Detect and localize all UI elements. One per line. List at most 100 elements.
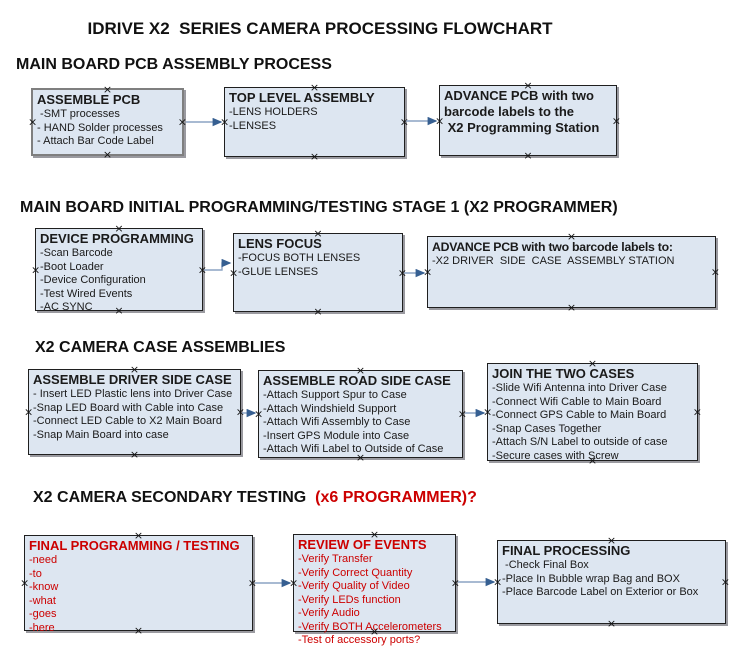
box-line: -Connect GPS Cable to Main Board xyxy=(492,409,667,421)
connection-point-marker: × xyxy=(692,405,702,419)
connection-point-marker: × xyxy=(129,448,140,461)
connector-device-programming-to-lens-focus[interactable] xyxy=(204,258,232,271)
box-line: -need xyxy=(29,554,58,566)
flow-box-final-processing[interactable]: FINAL PROCESSING -Check Final Box-Place … xyxy=(493,535,730,629)
box-title: ASSEMBLE ROAD SIDE CASE xyxy=(263,373,451,388)
box-lines: -X2 DRIVER SIDE CASE ASSEMBLY STATION xyxy=(432,255,711,269)
connection-point-marker: × xyxy=(220,115,230,129)
box-line: -Verify Quality of Video xyxy=(298,580,410,592)
connection-point-marker: × xyxy=(483,405,493,419)
flowchart-title: IDRIVE X2 SERIES CAMERA PROCESSING FLOWC… xyxy=(87,19,553,38)
connection-point-marker: × xyxy=(566,301,577,314)
box-line: - HAND Solder processes xyxy=(37,121,163,134)
box-lines: barcode labels to the X2 Programming Sta… xyxy=(444,104,612,136)
box-line: -Snap Cases Together xyxy=(492,422,602,435)
box-line: -Snap Main Board into case xyxy=(33,428,169,441)
connection-point-marker: × xyxy=(313,305,323,318)
box-title: JOIN THE TWO CASES xyxy=(492,366,635,381)
box-line: -here xyxy=(29,621,55,634)
box-line: -Attach S/N Label to outside of case xyxy=(492,436,668,448)
connection-point-marker: × xyxy=(177,115,187,129)
box-lines: -need-to-know-what-goes-here xyxy=(29,554,248,635)
box-line: -X2 DRIVER SIDE CASE ASSEMBLY STATION xyxy=(432,255,675,267)
box-line: -Place Barcode Label on Exterior or Box xyxy=(502,586,699,598)
box-title: FINAL PROGRAMMING / TESTING xyxy=(29,538,240,553)
box-line: -goes xyxy=(29,608,57,620)
connection-point-marker: × xyxy=(435,114,445,127)
box-title: ASSEMBLE PCB xyxy=(37,92,141,107)
section-heading-text: X2 CAMERA CASE ASSEMBLIES xyxy=(35,339,286,356)
connection-point-marker: × xyxy=(28,115,38,129)
box-lines: -SMT processes- HAND Solder processes- A… xyxy=(37,108,178,149)
box-line: -Attach Windshield Support xyxy=(263,402,397,415)
connection-point-marker: × xyxy=(235,405,245,419)
box-title: ASSEMBLE DRIVER SIDE CASE xyxy=(33,372,232,387)
box-line: -what xyxy=(29,594,56,607)
box-title: LENS FOCUS xyxy=(238,236,322,251)
connection-point-marker: × xyxy=(399,115,409,129)
flow-box-final-programming-testing[interactable]: FINAL PROGRAMMING / TESTING -need-to-kno… xyxy=(20,530,257,636)
box-line: -Insert GPS Module into Case xyxy=(263,429,410,442)
box-line: -LENS HOLDERS xyxy=(229,106,318,118)
box-line: -to xyxy=(29,567,42,580)
section-heading-text: X2 CAMERA SECONDARY TESTING xyxy=(33,489,311,506)
flow-box-assemble-road-side-case[interactable]: ASSEMBLE ROAD SIDE CASE -Attach Support … xyxy=(254,365,467,463)
box-line: -Secure cases with Screw xyxy=(492,449,619,462)
box-line: -LENSES xyxy=(229,119,277,132)
section-heading-pcb-assembly: MAIN BOARD PCB ASSEMBLY PROCESS xyxy=(16,56,332,74)
box-line: -Boot Loader xyxy=(40,260,104,273)
connection-point-marker: × xyxy=(102,148,113,161)
box-line: -GLUE LENSES xyxy=(238,265,319,278)
section-heading-secondary-testing: X2 CAMERA SECONDARY TESTING (x6 PROGRAMM… xyxy=(33,489,477,507)
box-line: -Snap LED Board with Cable into Case xyxy=(33,401,224,414)
flow-box-advance-pcb-programming-station[interactable]: ADVANCE PCB with two barcode labels to t… xyxy=(435,80,621,161)
connection-point-marker: × xyxy=(606,617,617,630)
section-heading-red-text: (x6 PROGRAMMER)? xyxy=(310,489,477,506)
flow-box-join-the-two-cases[interactable]: JOIN THE TWO CASES -Slide Wifi Antenna i… xyxy=(483,358,702,466)
box-line: -Slide Wifi Antenna into Driver Case xyxy=(492,382,667,394)
box-line: barcode labels to the xyxy=(444,104,575,119)
box-lines: - Insert LED Plastic lens into Driver Ca… xyxy=(33,388,236,442)
box-line: -Test of accessory ports? xyxy=(298,634,421,646)
section-heading-case-assemblies: X2 CAMERA CASE ASSEMBLIES xyxy=(35,339,285,357)
box-lines: -Check Final Box-Place In Bubble wrap Ba… xyxy=(502,559,721,600)
box-lines: -FOCUS BOTH LENSES-GLUE LENSES xyxy=(238,252,398,279)
box-line: -Verify Transfer xyxy=(298,553,373,565)
box-line: -Verify Correct Quantity xyxy=(298,566,413,579)
flow-box-advance-pcb-driver-side-station[interactable]: ADVANCE PCB with two barcode labels to: … xyxy=(423,231,720,313)
box-line: X2 Programming Station xyxy=(444,120,600,135)
connection-point-marker: × xyxy=(289,576,299,590)
connection-point-marker: × xyxy=(450,576,460,590)
connection-point-marker: × xyxy=(457,407,467,421)
box-line: -Check Final Box xyxy=(502,559,589,571)
box-line: -Verify BOTH Accelerometers xyxy=(298,620,442,633)
flow-box-review-of-events[interactable]: REVIEW OF EVENTS -Verify Transfer-Verify… xyxy=(289,529,460,646)
box-title: ADVANCE PCB with two xyxy=(444,88,594,103)
connection-point-marker: × xyxy=(24,405,34,419)
box-line: -Scan Barcode xyxy=(40,247,113,259)
connection-point-marker: × xyxy=(254,407,264,421)
box-line: - Insert LED Plastic lens into Driver Ca… xyxy=(33,388,233,400)
connection-point-marker: × xyxy=(710,265,720,279)
flow-box-device-programming[interactable]: DEVICE PROGRAMMING -Scan Barcode-Boot Lo… xyxy=(31,223,207,316)
flow-box-top-level-assembly[interactable]: TOP LEVEL ASSEMBLY -LENS HOLDERS-LENSES … xyxy=(220,82,409,162)
box-title: TOP LEVEL ASSEMBLY xyxy=(229,90,375,105)
box-line: -Connect LED Cable to X2 Main Board xyxy=(33,415,222,427)
box-lines: -Verify Transfer-Verify Correct Quantity… xyxy=(298,553,451,648)
box-line: -SMT processes xyxy=(37,108,120,120)
box-title: FINAL PROCESSING xyxy=(502,543,631,558)
box-line: -Attach Wifi Label to Outside of Case xyxy=(263,443,444,455)
flow-box-assemble-driver-side-case[interactable]: ASSEMBLE DRIVER SIDE CASE - Insert LED P… xyxy=(24,364,245,460)
flow-box-assemble-pcb[interactable]: ASSEMBLE PCB -SMT processes- HAND Solder… xyxy=(28,84,187,160)
connection-point-marker: × xyxy=(309,150,320,163)
connection-point-marker: × xyxy=(229,266,239,279)
section-heading-text: MAIN BOARD PCB ASSEMBLY PROCESS xyxy=(16,56,332,73)
box-line: -Verify Audio xyxy=(298,607,360,619)
box-line: - Attach Bar Code Label xyxy=(37,135,154,147)
connection-point-marker: × xyxy=(523,149,533,162)
box-lines: -Slide Wifi Antenna into Driver Case -Con… xyxy=(492,382,693,463)
flow-box-lens-focus[interactable]: LENS FOCUS -FOCUS BOTH LENSES-GLUE LENSE… xyxy=(229,228,407,317)
connection-point-marker: × xyxy=(20,576,30,590)
